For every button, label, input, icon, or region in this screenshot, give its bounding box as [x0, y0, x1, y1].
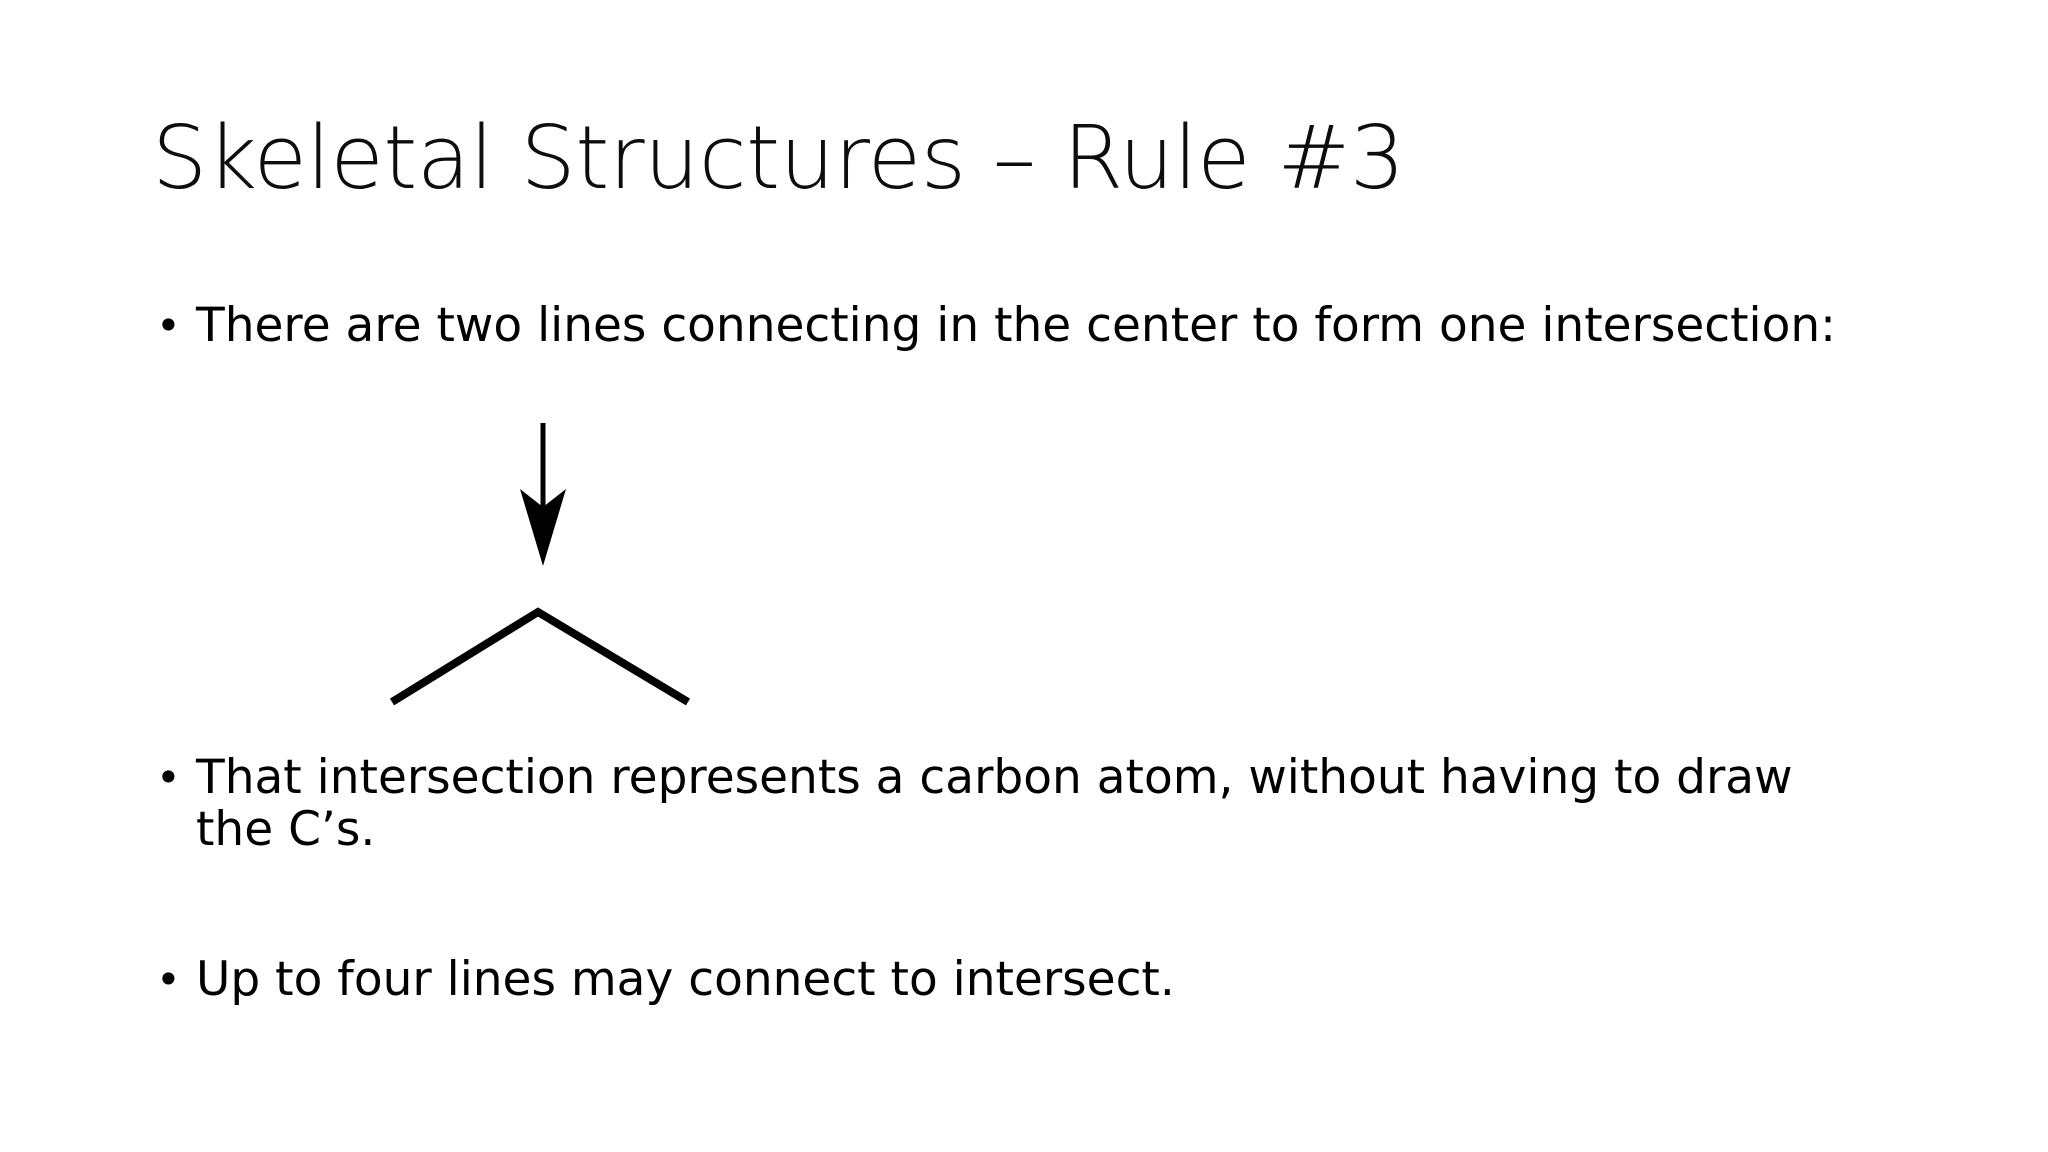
- bullet-point-icon: •: [156, 301, 181, 350]
- list-item: • There are two lines connecting in the …: [150, 300, 1836, 352]
- list-item: • That intersection represents a carbon …: [150, 752, 1836, 856]
- down-arrow-icon: [520, 489, 566, 566]
- list-item-text: Up to four lines may connect to intersec…: [196, 952, 1175, 1007]
- bullet-point-icon: •: [156, 753, 181, 802]
- page-title: Skeletal Structures – Rule #3: [152, 107, 1405, 209]
- list-item: • Up to four lines may connect to inters…: [150, 954, 1175, 1006]
- list-item-text: There are two lines connecting in the ce…: [196, 298, 1836, 353]
- list-item-text: That intersection represents a carbon at…: [196, 750, 1793, 857]
- skeletal-bond-angle-diagram: [370, 410, 730, 720]
- bullet-point-icon: •: [156, 955, 181, 1004]
- bond-chevron-shape: [389, 607, 691, 706]
